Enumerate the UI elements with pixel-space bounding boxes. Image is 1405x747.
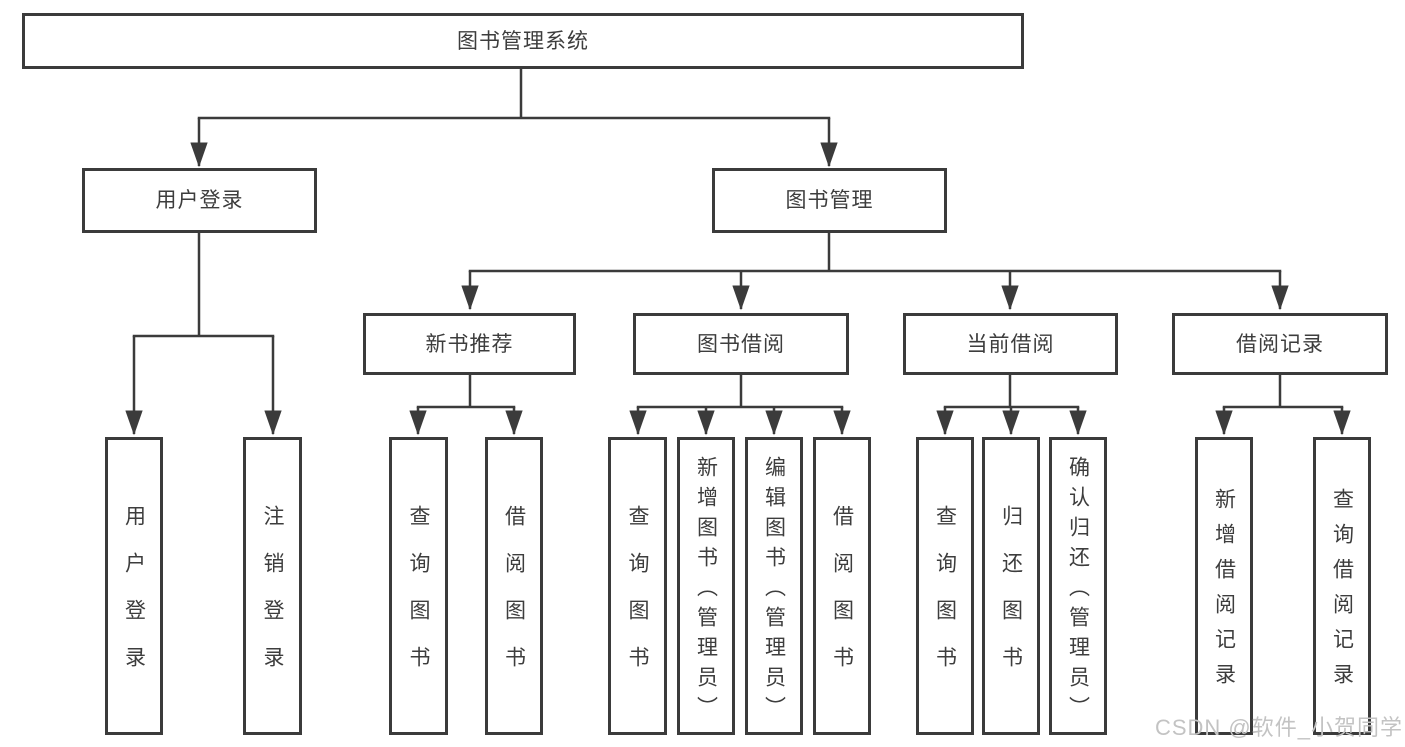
leaf-add-borrow-record-label: 新增借阅记录 (1212, 488, 1236, 698)
node-user-login: 用户登录 (82, 168, 317, 233)
leaf-return-book-label: 归还图书 (999, 505, 1023, 693)
leaf-add-borrow-record: 新增借阅记录 (1195, 437, 1253, 735)
node-book-borrow: 图书借阅 (633, 313, 849, 375)
leaf-user-login: 用户登录 (105, 437, 163, 735)
leaf-query-books-3: 查询图书 (916, 437, 974, 735)
leaf-edit-book-admin: 编辑图书（管理员） (745, 437, 803, 735)
node-borrow-records: 借阅记录 (1172, 313, 1388, 375)
leaf-borrow-books-2: 借阅图书 (813, 437, 871, 735)
node-book-borrow-label: 图书借阅 (697, 332, 785, 356)
leaf-add-book-admin-label: 新增图书（管理员） (694, 455, 718, 726)
leaf-borrow-books-2-label: 借阅图书 (830, 505, 854, 693)
node-current-borrow-label: 当前借阅 (966, 332, 1055, 356)
leaf-return-book: 归还图书 (982, 437, 1040, 735)
node-root: 图书管理系统 (22, 13, 1024, 69)
node-current-borrow: 当前借阅 (903, 313, 1118, 375)
leaf-query-books-2: 查询图书 (608, 437, 667, 735)
node-book-management-label: 图书管理 (785, 189, 874, 212)
leaf-borrow-books-1-label: 借阅图书 (502, 505, 526, 693)
leaf-logout: 注销登录 (243, 437, 302, 735)
leaf-logout-label: 注销登录 (261, 505, 284, 693)
node-book-management: 图书管理 (712, 168, 947, 233)
leaf-query-books-2-label: 查询图书 (626, 505, 649, 693)
node-borrow-records-label: 借阅记录 (1236, 332, 1324, 356)
node-root-label: 图书管理系统 (457, 29, 589, 53)
node-user-login-label: 用户登录 (155, 189, 244, 212)
leaf-confirm-return-admin-label: 确认归还（管理员） (1066, 455, 1090, 726)
leaf-query-books-1: 查询图书 (389, 437, 448, 735)
leaf-user-login-label: 用户登录 (122, 505, 146, 693)
node-new-book-recommend: 新书推荐 (363, 313, 576, 375)
leaf-edit-book-admin-label: 编辑图书（管理员） (762, 455, 786, 726)
leaf-query-borrow-record-label: 查询借阅记录 (1330, 488, 1354, 698)
leaf-add-book-admin: 新增图书（管理员） (677, 437, 735, 735)
leaf-confirm-return-admin: 确认归还（管理员） (1049, 437, 1107, 735)
leaf-borrow-books-1: 借阅图书 (485, 437, 543, 735)
leaf-query-borrow-record: 查询借阅记录 (1313, 437, 1371, 735)
leaf-query-books-3-label: 查询图书 (933, 505, 957, 693)
node-new-book-recommend-label: 新书推荐 (425, 332, 514, 356)
leaf-query-books-1-label: 查询图书 (407, 505, 430, 693)
